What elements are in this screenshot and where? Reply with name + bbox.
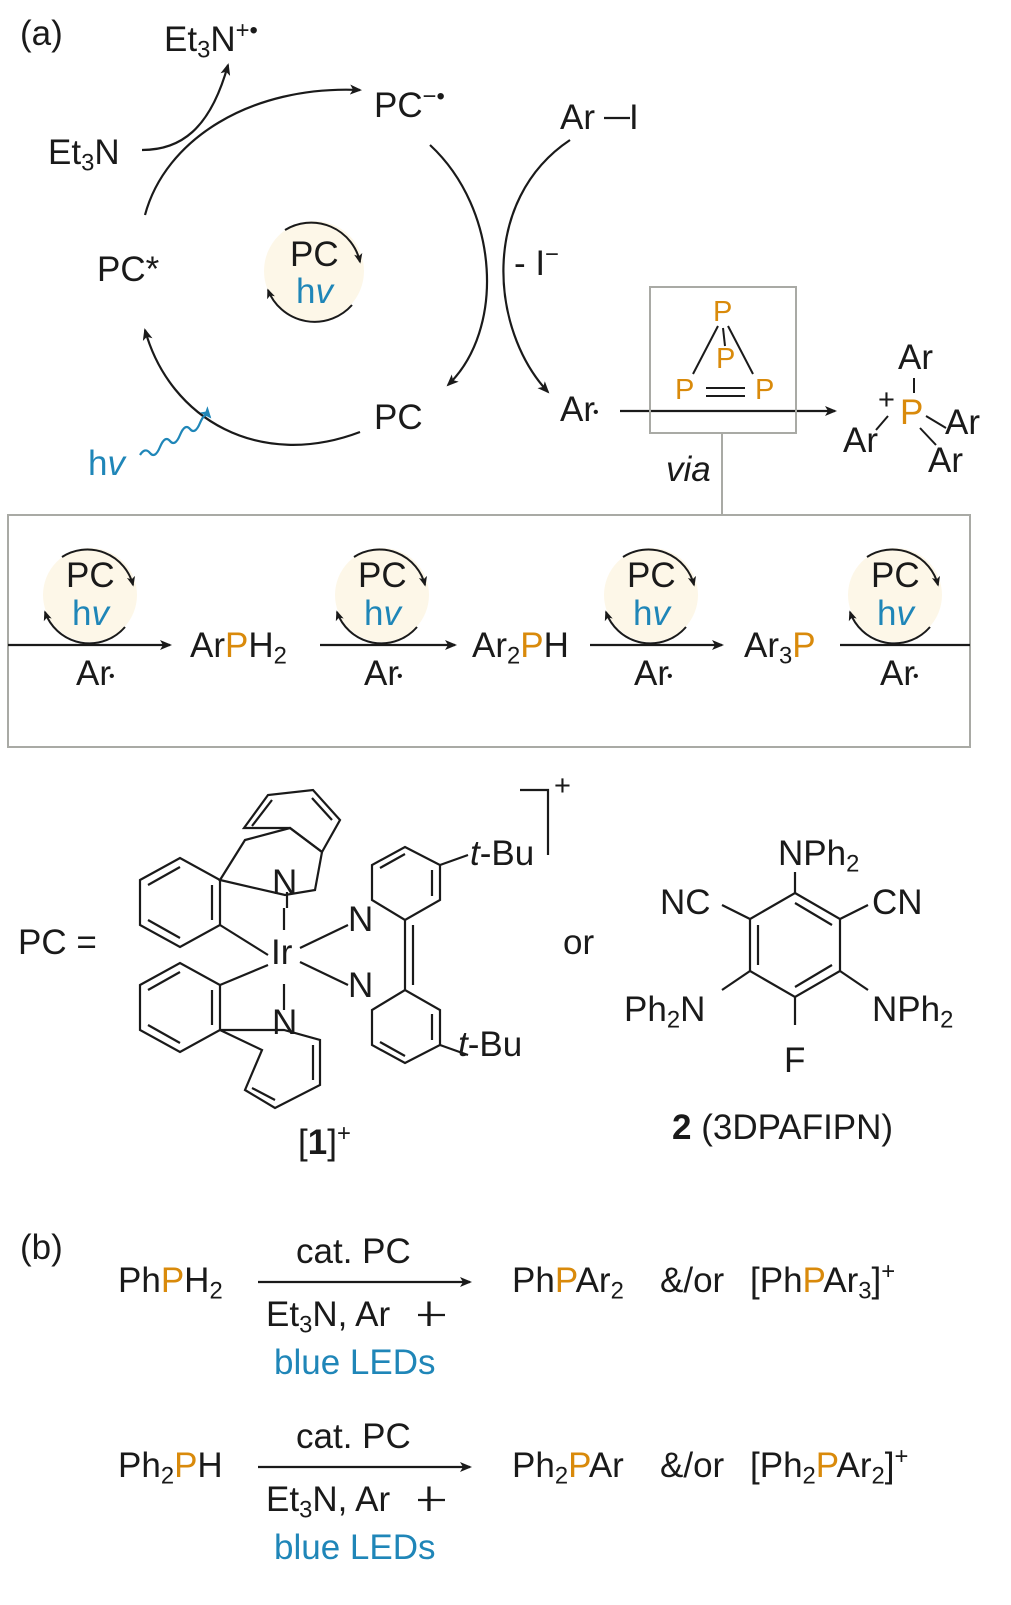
rxn2-product-1: Ph2PAr <box>512 1446 624 1490</box>
et3n-reductant: Et3N <box>48 133 120 177</box>
cn-group: CN <box>872 883 923 922</box>
rxn2-catalyst: cat. PC <box>296 1417 411 1456</box>
phosphonium-p: P <box>900 393 924 432</box>
phosphonium-ar-bottom: Ar <box>928 441 963 480</box>
p4-atom-top: P <box>713 296 733 328</box>
seq1-pc: PC <box>66 556 115 595</box>
rxn2-starting-material: Ph2PH <box>118 1446 223 1490</box>
seq1-reagent: Ar <box>76 654 115 693</box>
tbu-upper: t-Bu <box>470 834 535 873</box>
phosphonium-plus: + <box>878 384 895 416</box>
compound-1-label: [1]+ <box>298 1119 351 1162</box>
or-label: or <box>563 923 595 962</box>
et3n-oxidation-arrow <box>141 63 231 152</box>
phosphonium-ar-top: Ar <box>898 338 933 377</box>
excited-photocatalyst: PC* <box>97 250 160 289</box>
sequence-mini-circles <box>43 548 942 645</box>
ir-n-upper: N <box>272 863 298 902</box>
center-hv-label: hv <box>296 272 333 311</box>
rxn2-light-source: blue LEDs <box>274 1528 436 1567</box>
center-photocatalyst-circle <box>264 221 364 323</box>
cycle-arc-top <box>143 84 362 216</box>
ar2ph-intermediate: Ar2PH <box>472 626 569 670</box>
pc-radical-anion: PC−• <box>374 82 445 125</box>
cycle-arc-right <box>429 144 489 387</box>
iodide-loss: - I− <box>514 240 560 283</box>
rxn1-product-1: PhPAr2 <box>512 1261 624 1305</box>
rxn2-andor: &/or <box>660 1446 725 1485</box>
rxn2-product-2: [Ph2PAr2]+ <box>750 1442 909 1490</box>
rxn1-andor: &/or <box>660 1261 725 1300</box>
rxn1-product-2: [PhPAr3]+ <box>750 1257 896 1305</box>
sequence-box <box>7 514 971 748</box>
ir-atom: Ir <box>271 933 293 972</box>
aryl-radical: Ar <box>560 390 599 429</box>
seq2-pc: PC <box>358 556 407 595</box>
seq1-hv: hv <box>72 594 109 633</box>
rxn1-light-source: blue LEDs <box>274 1343 436 1382</box>
hv-wavy-arrow <box>139 406 212 457</box>
tbu-lower: t-Bu <box>458 1025 523 1064</box>
p4-tetrahedron-bonds <box>692 325 754 397</box>
rxn1-catalyst: cat. PC <box>296 1232 411 1271</box>
ir-n-bpy-lower: N <box>348 966 374 1005</box>
center-pc-label: PC <box>290 235 339 274</box>
seq4-reagent: Ar <box>880 654 919 693</box>
cycle-arc-bottom <box>142 328 361 446</box>
ir-n-lower: N <box>272 1003 298 1042</box>
nph2-top: NPh2 <box>778 834 860 878</box>
arph2-intermediate: ArPH2 <box>190 626 287 670</box>
fluorine: F <box>784 1041 806 1080</box>
rxn1-starting-material: PhPH2 <box>118 1261 223 1305</box>
ir-complex-charge: + <box>554 770 571 802</box>
panel-a-label: (a) <box>20 14 63 53</box>
compound-2-label: 2 (3DPAFIPN) <box>672 1108 894 1147</box>
p4-atom-left: P <box>675 374 695 406</box>
seq3-hv: hv <box>633 594 670 633</box>
ir-n-bpy-upper: N <box>348 900 374 939</box>
phosphonium-ar-left: Ar <box>843 421 878 460</box>
via-label: via <box>666 450 711 489</box>
ground-state-pc: PC <box>374 398 423 437</box>
et3n-radical-cation: Et3N+• <box>164 16 258 64</box>
ar3p-intermediate: Ar3P <box>744 626 816 670</box>
ari-reduction-arrow <box>502 139 571 394</box>
seq4-pc: PC <box>871 556 920 595</box>
p4-atom-right: P <box>755 374 775 406</box>
light-hv-label: hv <box>88 444 125 483</box>
seq2-hv: hv <box>364 594 401 633</box>
ph2n-left: Ph2N <box>624 990 706 1034</box>
dpafipn-structure <box>721 872 869 1025</box>
nph2-right: NPh2 <box>872 990 954 1034</box>
panel-b-label: (b) <box>20 1228 63 1267</box>
seq2-reagent: Ar <box>364 654 403 693</box>
p4-atom-center: P <box>716 343 736 375</box>
phosphonium-ar-right: Ar <box>945 403 980 442</box>
pc-equals: PC = <box>18 923 97 962</box>
nc-group: NC <box>660 883 711 922</box>
seq3-reagent: Ar <box>634 654 673 693</box>
ir-complex-structure <box>138 788 550 1110</box>
seq3-pc: PC <box>627 556 676 595</box>
seq4-hv: hv <box>877 594 914 633</box>
